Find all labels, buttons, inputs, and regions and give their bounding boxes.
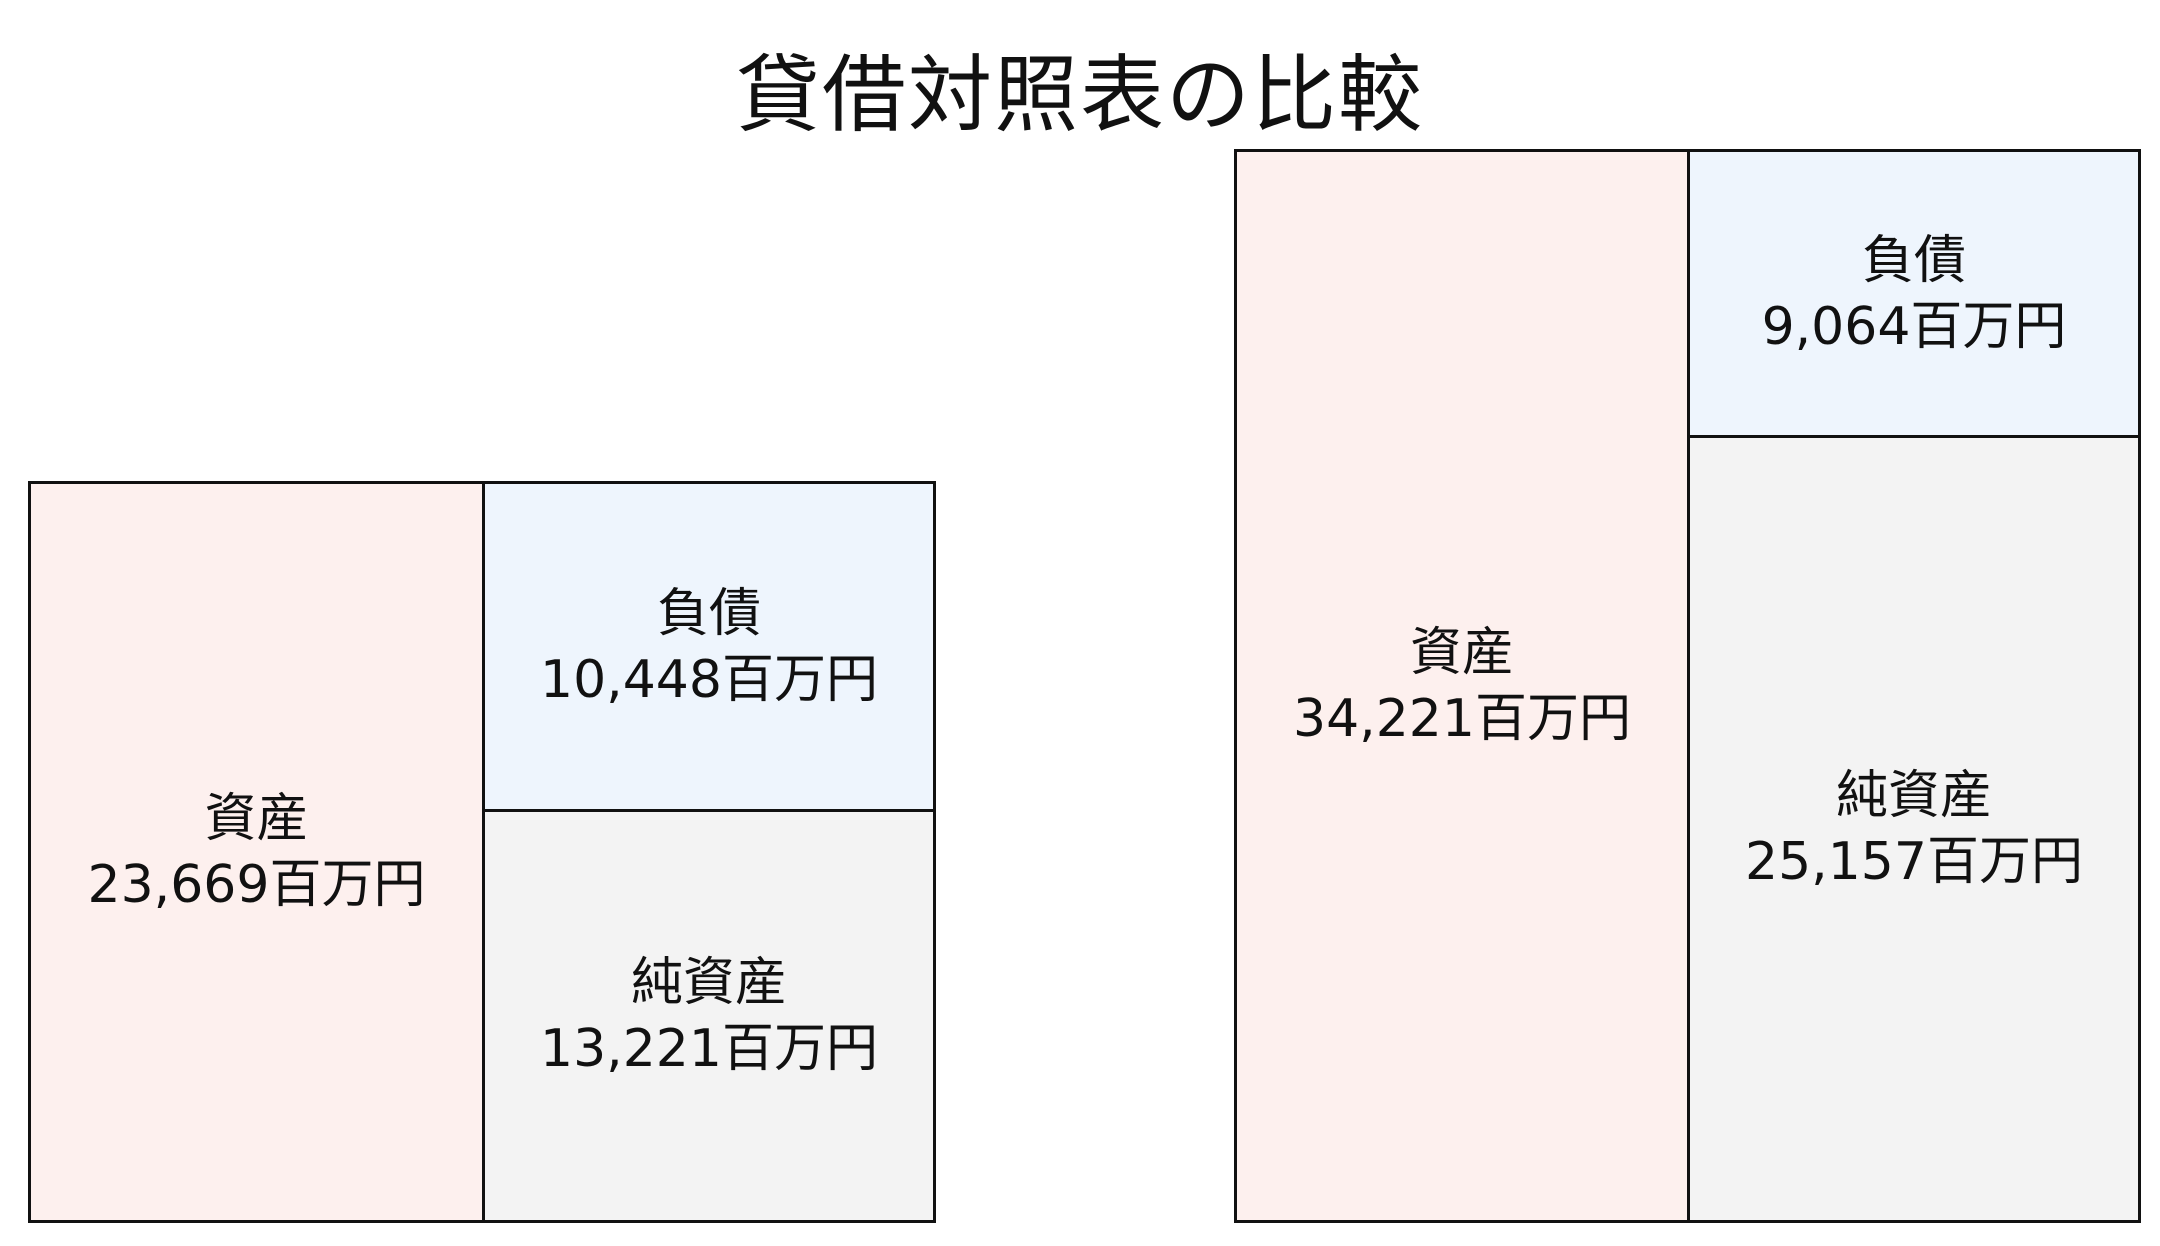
- liabilities-value: 10,448百万円: [540, 649, 878, 710]
- net-assets-value: 25,157百万円: [1745, 832, 2083, 892]
- net-assets-block: 純資産 13,221百万円: [485, 812, 933, 1220]
- balance-sheet-left: 資産 23,669百万円 負債 10,448百万円 純資産 13,221百万円: [28, 481, 936, 1223]
- assets-block: 資産 34,221百万円: [1237, 152, 1690, 1220]
- assets-value: 34,221百万円: [1293, 689, 1631, 749]
- net-assets-block: 純資産 25,157百万円: [1690, 438, 2138, 1220]
- liabilities-value: 9,064百万円: [1761, 296, 2067, 357]
- net-assets-label: 純資産: [1835, 766, 1992, 826]
- net-assets-label: 純資産: [630, 953, 787, 1013]
- assets-block: 資産 23,669百万円: [31, 484, 485, 1220]
- assets-label: 資産: [204, 789, 309, 849]
- page-title: 貸借対照表の比較: [735, 46, 1424, 144]
- balance-sheet-right: 資産 34,221百万円 負債 9,064百万円 純資産 25,157百万円: [1234, 149, 2141, 1223]
- liabilities-label: 負債: [656, 583, 761, 644]
- assets-value: 23,669百万円: [87, 855, 426, 915]
- liabilities-block: 負債 9,064百万円: [1690, 152, 2138, 438]
- assets-label: 資産: [1409, 623, 1514, 683]
- liabilities-block: 負債 10,448百万円: [485, 484, 933, 812]
- net-assets-value: 13,221百万円: [540, 1019, 878, 1079]
- liabilities-label: 負債: [1861, 230, 1966, 291]
